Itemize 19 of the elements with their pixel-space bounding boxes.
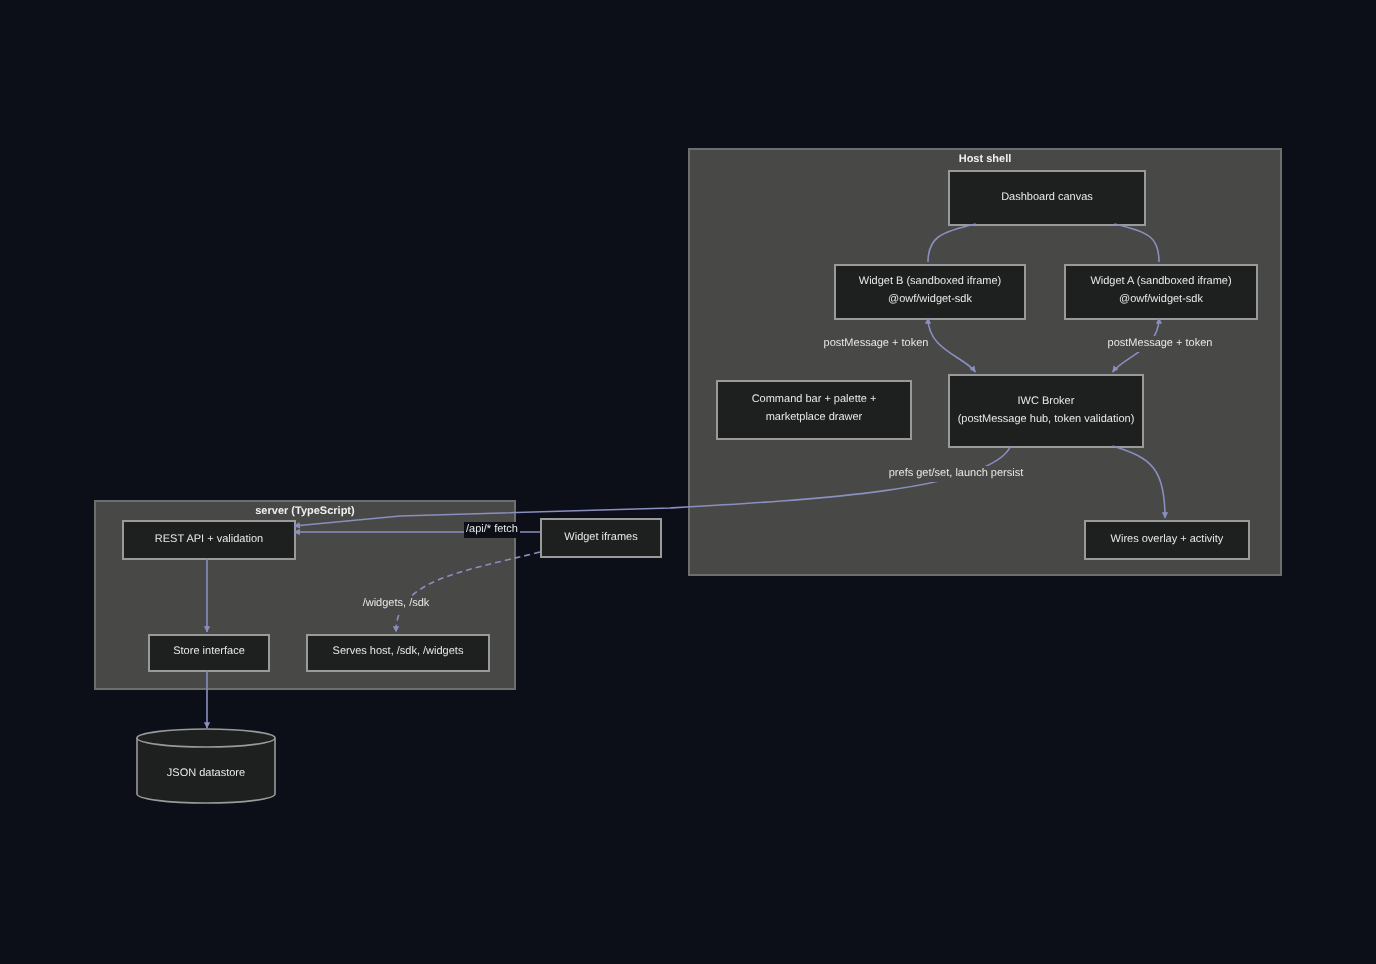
process-box <box>1064 264 1258 320</box>
connector-arrow <box>203 669 211 729</box>
process-box <box>148 634 270 672</box>
connector-arrow <box>293 445 1012 529</box>
process-box <box>834 264 1026 320</box>
group-panel <box>94 500 516 690</box>
process-box <box>948 374 1144 448</box>
group-panel <box>688 148 1282 576</box>
process-box <box>122 520 296 560</box>
process-box <box>716 380 912 440</box>
process-box <box>306 634 490 672</box>
connector-arrow <box>925 317 977 373</box>
process-box <box>540 518 662 558</box>
cylinder-node <box>136 728 276 804</box>
connector-arrow <box>1111 445 1169 519</box>
process-box <box>1084 520 1250 560</box>
connector-arrow <box>203 557 211 633</box>
connector-arrow <box>393 551 541 633</box>
process-box <box>948 170 1146 226</box>
